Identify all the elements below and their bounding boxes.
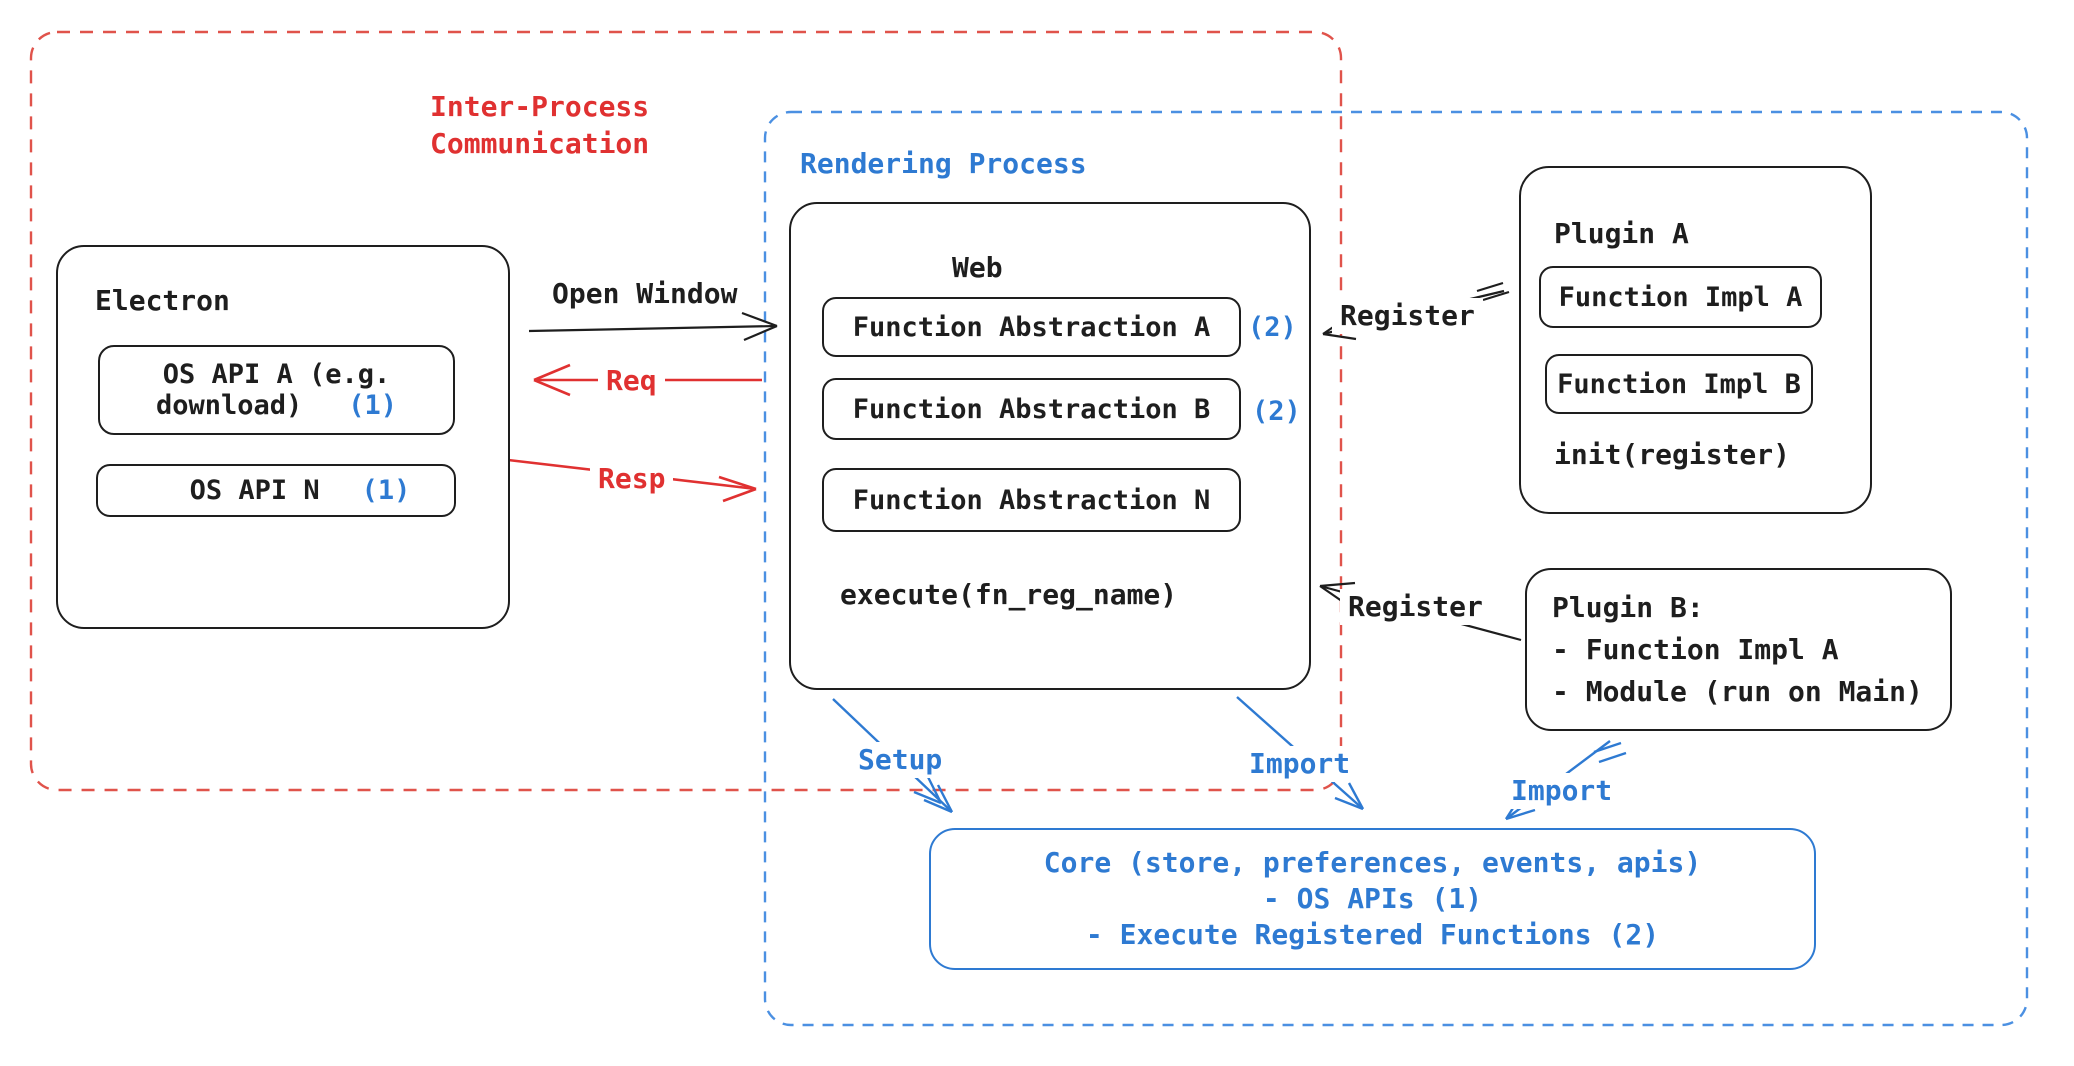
function-abstraction-a-box: Function Abstraction A [822,297,1241,357]
core-line3: - Execute Registered Functions (2) [1085,918,1660,951]
os-api-n-label: OS API N [189,475,320,506]
function-abstraction-b-marker: (2) [1252,396,1301,427]
function-abstraction-a-marker: (2) [1248,312,1297,343]
os-api-a-marker: (1) [348,390,398,421]
os-api-a-line1: OS API A (e.g. [162,359,391,390]
ipc-label-line1: Inter-Process [430,90,650,123]
function-impl-a-box: Function Impl A [1539,266,1822,328]
function-abstraction-a-label: Function Abstraction A [852,311,1211,343]
register-bottom-label: Register [1340,589,1491,626]
ipc-label-line2: Communication [430,127,650,160]
execute-label: execute(fn_reg_name) [840,578,1178,611]
open-window-arrow [528,311,778,342]
function-abstraction-n-label: Function Abstraction N [852,484,1211,516]
electron-title: Electron [95,284,230,317]
core-line2: - OS APIs (1) [1262,882,1483,915]
os-api-a-line2: download) (1) [156,390,397,421]
electron-box [56,245,510,629]
rendering-region-border [763,110,2029,1027]
core-box: Core (store, preferences, events, apis) … [929,828,1816,970]
plugin-b-text: Plugin B: - Function Impl A - Module (ru… [1552,587,1923,713]
os-api-a-text: OS API A (e.g. download) (1) [156,359,397,421]
function-impl-b-box: Function Impl B [1545,354,1813,414]
os-api-a-line2-label: download) [155,390,303,421]
os-api-n-marker: (1) [361,475,411,506]
resp-label: Resp [590,461,674,498]
os-api-n-box: OS API N (1) [96,464,456,517]
req-label: Req [598,363,665,400]
plugin-a-title: Plugin A [1554,217,1689,250]
open-window-label: Open Window [552,277,738,310]
web-box [789,202,1311,690]
function-abstraction-n-box: Function Abstraction N [822,468,1241,532]
os-api-a-box: OS API A (e.g. download) (1) [98,345,455,435]
import-mid-label: Import [1241,746,1359,783]
core-text: Core (store, preferences, events, apis) … [1044,845,1701,953]
plugin-b-line1: Plugin B: [1552,590,1704,624]
register-top-label: Register [1332,298,1483,335]
ipc-region-border [29,30,1343,792]
plugin-b-line2: - Function Impl A [1552,632,1839,666]
plugin-b-box: Plugin B: - Function Impl A - Module (ru… [1525,568,1952,731]
function-abstraction-b-box: Function Abstraction B [822,378,1241,440]
init-register-label: init(register) [1554,438,1791,471]
function-impl-a-label: Function Impl A [1558,281,1803,313]
function-impl-b-label: Function Impl B [1557,368,1801,400]
core-line1: Core (store, preferences, events, apis) [1043,846,1702,879]
plugin-b-line3: - Module (run on Main) [1552,674,1923,708]
setup-label: Setup [850,742,951,779]
function-abstraction-b-label: Function Abstraction B [852,393,1211,425]
web-title: Web [952,251,1003,284]
rendering-region-label: Rendering Process [800,147,1087,180]
plugin-a-box [1519,166,1872,514]
os-api-n-text: OS API N (1) [190,475,411,506]
import-right-label: Import [1503,773,1621,810]
